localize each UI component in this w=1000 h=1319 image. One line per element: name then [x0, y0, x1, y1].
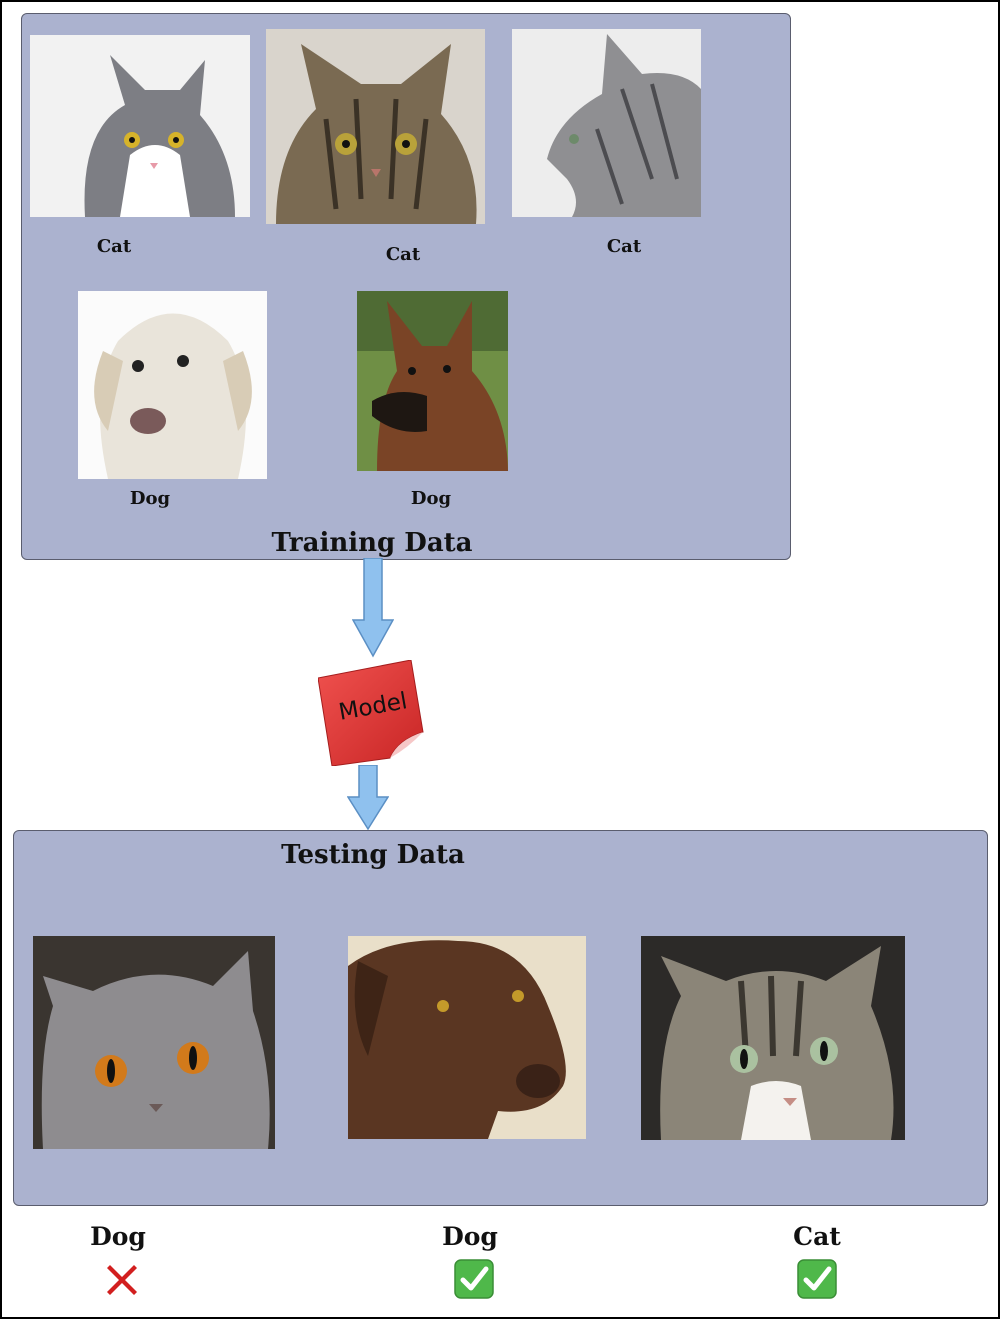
training-data-title: Training Data [271, 528, 473, 558]
check-mark-icon [797, 1259, 837, 1299]
prediction-label-3: Cat [793, 1222, 841, 1251]
down-arrow-icon [347, 765, 389, 831]
testing-cat-photo-2 [641, 936, 905, 1140]
training-cat-photo-1 [30, 35, 250, 217]
training-cat-photo-2 [266, 29, 485, 224]
training-label-4: Dog [129, 488, 171, 509]
training-label-2: Cat [385, 244, 421, 265]
training-label-5: Dog [410, 488, 452, 509]
check-mark-icon [454, 1259, 494, 1299]
testing-cat-photo-1 [33, 936, 275, 1149]
testing-data-title: Testing Data [281, 840, 465, 870]
training-label-3: Cat [606, 236, 642, 257]
model-note-icon [318, 660, 424, 766]
prediction-label-2: Dog [442, 1222, 498, 1251]
testing-dog-photo [348, 936, 586, 1139]
cat-icon [30, 35, 250, 217]
prediction-label-1: Dog [90, 1222, 146, 1251]
cross-mark-icon [107, 1265, 137, 1295]
training-dog-photo-1 [78, 291, 267, 479]
down-arrow-icon [352, 558, 394, 658]
training-dog-photo-2 [357, 291, 508, 471]
training-cat-photo-3 [512, 29, 701, 217]
training-label-1: Cat [96, 236, 132, 257]
